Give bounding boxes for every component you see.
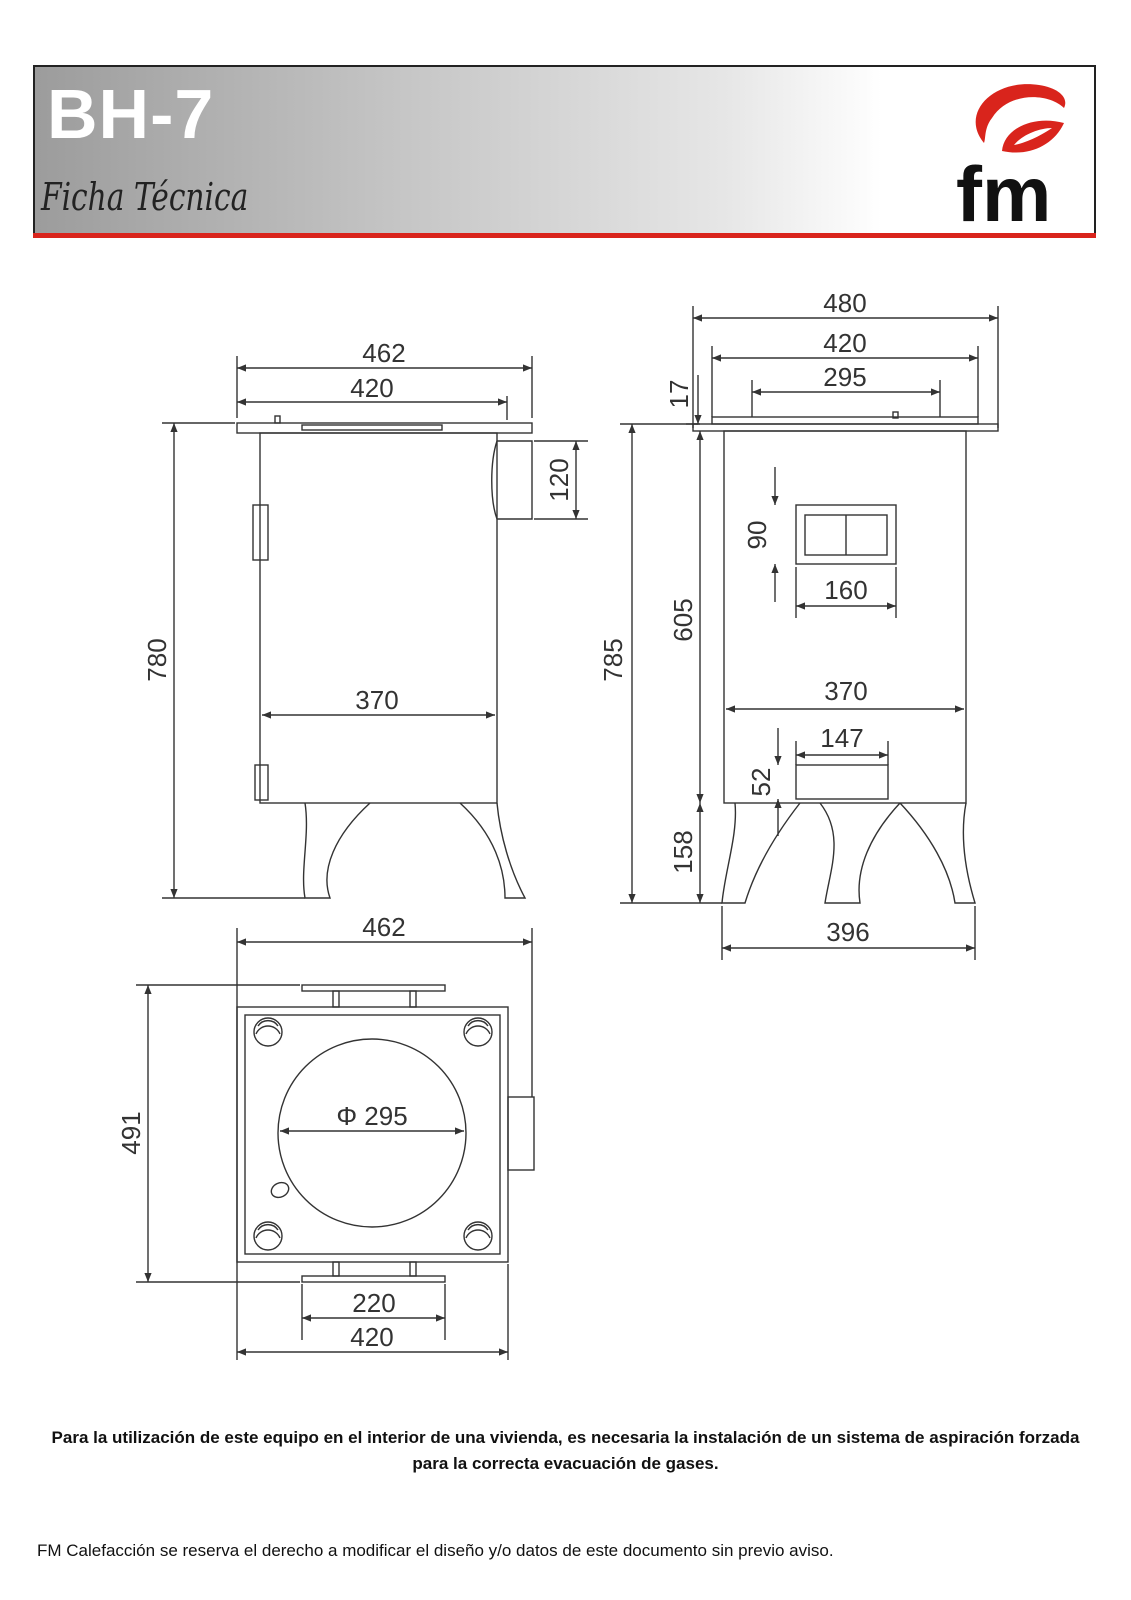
dim-side-top-width: 420	[823, 328, 866, 358]
dim-side-top-inner: 295	[823, 362, 866, 392]
dim-hotplate-diameter: Φ 295	[336, 1101, 407, 1131]
footer-disclaimer: FM Calefacción se reserva el derecho a m…	[37, 1541, 834, 1560]
dim-side-total-width: 480	[823, 288, 866, 318]
dim-top-view-depth: 491	[116, 1111, 146, 1154]
dim-top-view-width: 462	[362, 912, 405, 942]
model-title: BH-7	[47, 75, 215, 153]
dim-door-width: 160	[824, 575, 867, 605]
red-rule	[33, 233, 1096, 238]
dim-drawer-width: 147	[820, 723, 863, 753]
dim-front-top-inner: 420	[350, 373, 393, 403]
dim-front-top-width: 462	[362, 338, 405, 368]
dim-side-height: 785	[598, 638, 628, 681]
dim-base-width: 420	[350, 1322, 393, 1352]
dim-top-thickness: 17	[664, 380, 694, 409]
dim-leg-span: 396	[826, 917, 869, 947]
dim-handle-width: 220	[352, 1288, 395, 1318]
header-banner: BH-7 Ficha Técnica fm	[33, 65, 1096, 238]
dimension-labels: 462 420 780 120 370 480 420 295 17 785 6…	[116, 288, 870, 1352]
dim-side-body-width: 370	[824, 676, 867, 706]
side-view	[620, 306, 999, 960]
dim-leg-height: 158	[668, 830, 698, 873]
dim-front-height: 780	[142, 638, 172, 681]
dim-flue-height: 120	[544, 458, 574, 501]
front-view	[162, 356, 588, 899]
dim-front-body-width: 370	[355, 685, 398, 715]
dim-drawer-height: 52	[746, 768, 776, 797]
installation-note: Para la utilización de este equipo en el…	[51, 1428, 1080, 1473]
logo-text: fm	[956, 150, 1051, 225]
fm-logo-icon: fm	[956, 84, 1066, 225]
document-subtitle: Ficha Técnica	[41, 175, 249, 219]
dim-door-height: 90	[742, 521, 772, 550]
dim-body-height: 605	[668, 598, 698, 641]
top-view	[136, 928, 535, 1360]
